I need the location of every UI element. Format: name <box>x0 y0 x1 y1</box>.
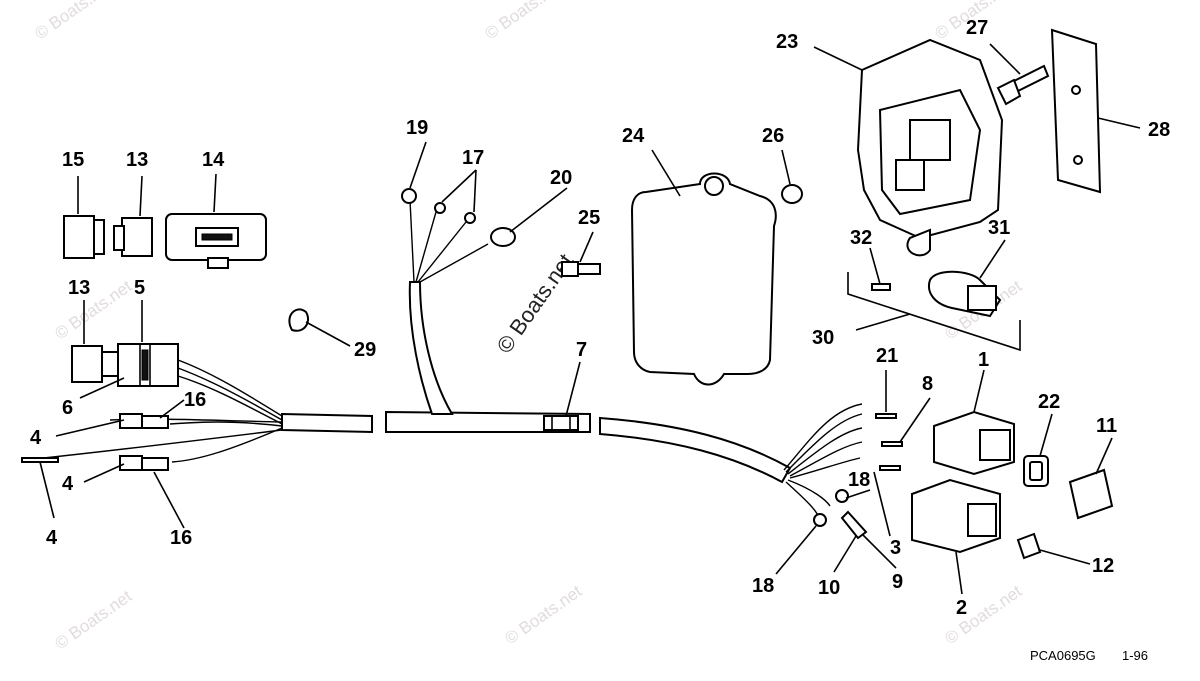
right-wires <box>783 403 1114 560</box>
callout-18: 18 <box>752 575 774 597</box>
callout-24: 24 <box>622 125 645 147</box>
callout-11: 11 <box>1096 415 1117 437</box>
screw-27 <box>996 64 1050 106</box>
callout-31: 31 <box>988 217 1010 239</box>
callout-4: 4 <box>30 427 42 449</box>
main-harness <box>281 281 792 484</box>
callout-30: 30 <box>812 327 834 349</box>
callout-19: 19 <box>406 117 428 139</box>
callout-6: 6 <box>62 397 73 419</box>
bracket-23 <box>856 38 1004 257</box>
callout-14: 14 <box>202 149 225 171</box>
callout-12: 12 <box>1092 555 1114 577</box>
callout-20: 20 <box>550 167 572 189</box>
screw-26 <box>781 184 803 204</box>
callouts: 1 2 3 4 4 4 4 5 6 7 8 9 10 11 12 13 13 1… <box>30 17 1170 619</box>
watermark: © Boats.net <box>481 0 565 43</box>
callout-29: 29 <box>354 339 376 361</box>
connector-5 <box>71 343 179 387</box>
callout-4: 4 <box>62 473 74 495</box>
callout-2: 2 <box>956 597 967 619</box>
callout-8: 8 <box>922 373 933 395</box>
watermark: © Boats.net <box>501 581 585 648</box>
watermark: © Boats.net <box>51 276 135 343</box>
callout-4: 4 <box>46 527 58 549</box>
callout-21: 21 <box>876 345 898 367</box>
watermark: © Boats.net <box>941 581 1025 648</box>
callout-32: 32 <box>850 227 872 249</box>
callout-23: 23 <box>776 31 798 53</box>
callout-13: 13 <box>126 149 148 171</box>
bolt-25 <box>561 261 601 277</box>
callout-25: 25 <box>578 207 600 229</box>
leader-lines <box>39 43 1141 595</box>
watermark: © Boats.net <box>31 0 115 43</box>
module-24 <box>630 172 777 386</box>
left-wires <box>21 359 283 471</box>
connector-14 <box>63 213 267 269</box>
callout-13: 13 <box>68 277 90 299</box>
callout-27: 27 <box>966 17 988 39</box>
diagram-date: 1-96 <box>1122 648 1148 663</box>
part-30-group <box>847 270 1021 352</box>
callout-16: 16 <box>170 527 192 549</box>
clip-29 <box>288 308 310 332</box>
callout-28: 28 <box>1148 119 1170 141</box>
callout-1: 1 <box>978 349 989 371</box>
callout-10: 10 <box>818 577 840 599</box>
callout-22: 22 <box>1038 391 1060 413</box>
callout-15: 15 <box>62 149 84 171</box>
watermark: © Boats.net <box>51 586 135 653</box>
callout-16: 16 <box>184 389 206 411</box>
callout-26: 26 <box>762 125 784 147</box>
callout-17: 17 <box>462 147 484 169</box>
callout-9: 9 <box>892 571 903 593</box>
diagram-code: PCA0695G <box>1030 648 1096 663</box>
callout-5: 5 <box>134 277 145 299</box>
callout-3: 3 <box>890 537 901 559</box>
callout-7: 7 <box>576 339 587 361</box>
plate-28 <box>1050 28 1102 194</box>
callout-18: 18 <box>848 469 870 491</box>
upper-branch-wires <box>401 188 516 283</box>
